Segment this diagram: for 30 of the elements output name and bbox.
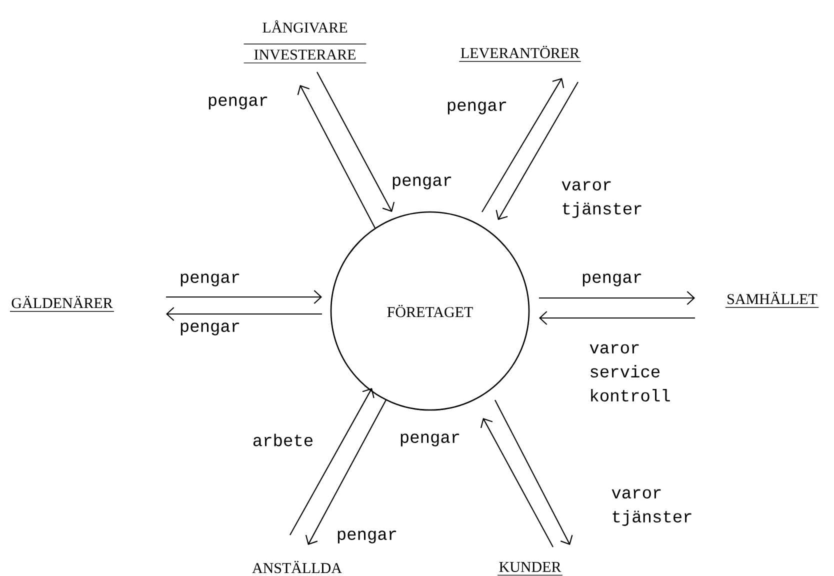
edge-label: varor tjänster bbox=[560, 180, 652, 219]
edge-label: pengar bbox=[398, 432, 462, 448]
party-name: GÄLDENÄRER bbox=[10, 296, 114, 312]
edge-label: varor service kontroll bbox=[588, 343, 680, 402]
edge-label: pengar bbox=[445, 100, 509, 116]
flow-arrow bbox=[166, 290, 322, 304]
flow-arrow bbox=[316, 72, 395, 212]
flow-arrow bbox=[494, 400, 573, 545]
edge-label: pengar bbox=[206, 96, 270, 110]
flow-arrow bbox=[496, 82, 578, 220]
flow-arrow bbox=[482, 78, 564, 212]
flow-arrow bbox=[166, 307, 322, 321]
flow-arrow bbox=[305, 400, 386, 545]
flow-arrow bbox=[290, 388, 374, 536]
party-name: SAMHÄLLET bbox=[725, 292, 819, 308]
edge-label: pengar bbox=[580, 272, 644, 288]
flow-arrow bbox=[480, 418, 554, 548]
edge-label: pengar bbox=[390, 176, 454, 190]
edge-label: pengar bbox=[178, 322, 242, 336]
flow-arrow bbox=[297, 85, 376, 228]
edge-label: varor tjänster bbox=[610, 488, 702, 527]
party-name: LEVERANTÖRER bbox=[458, 46, 582, 62]
edge-label: pengar bbox=[335, 530, 399, 544]
flow-arrow bbox=[539, 291, 695, 305]
party-name: ANSTÄLLDA bbox=[252, 560, 342, 574]
edge-label: pengar bbox=[178, 272, 242, 288]
party-name: LÅNGIVARE INVESTERARE bbox=[243, 20, 367, 64]
party-name: KUNDER bbox=[497, 562, 563, 576]
edge-label: arbete bbox=[251, 432, 315, 448]
flow-arrow bbox=[539, 311, 695, 325]
